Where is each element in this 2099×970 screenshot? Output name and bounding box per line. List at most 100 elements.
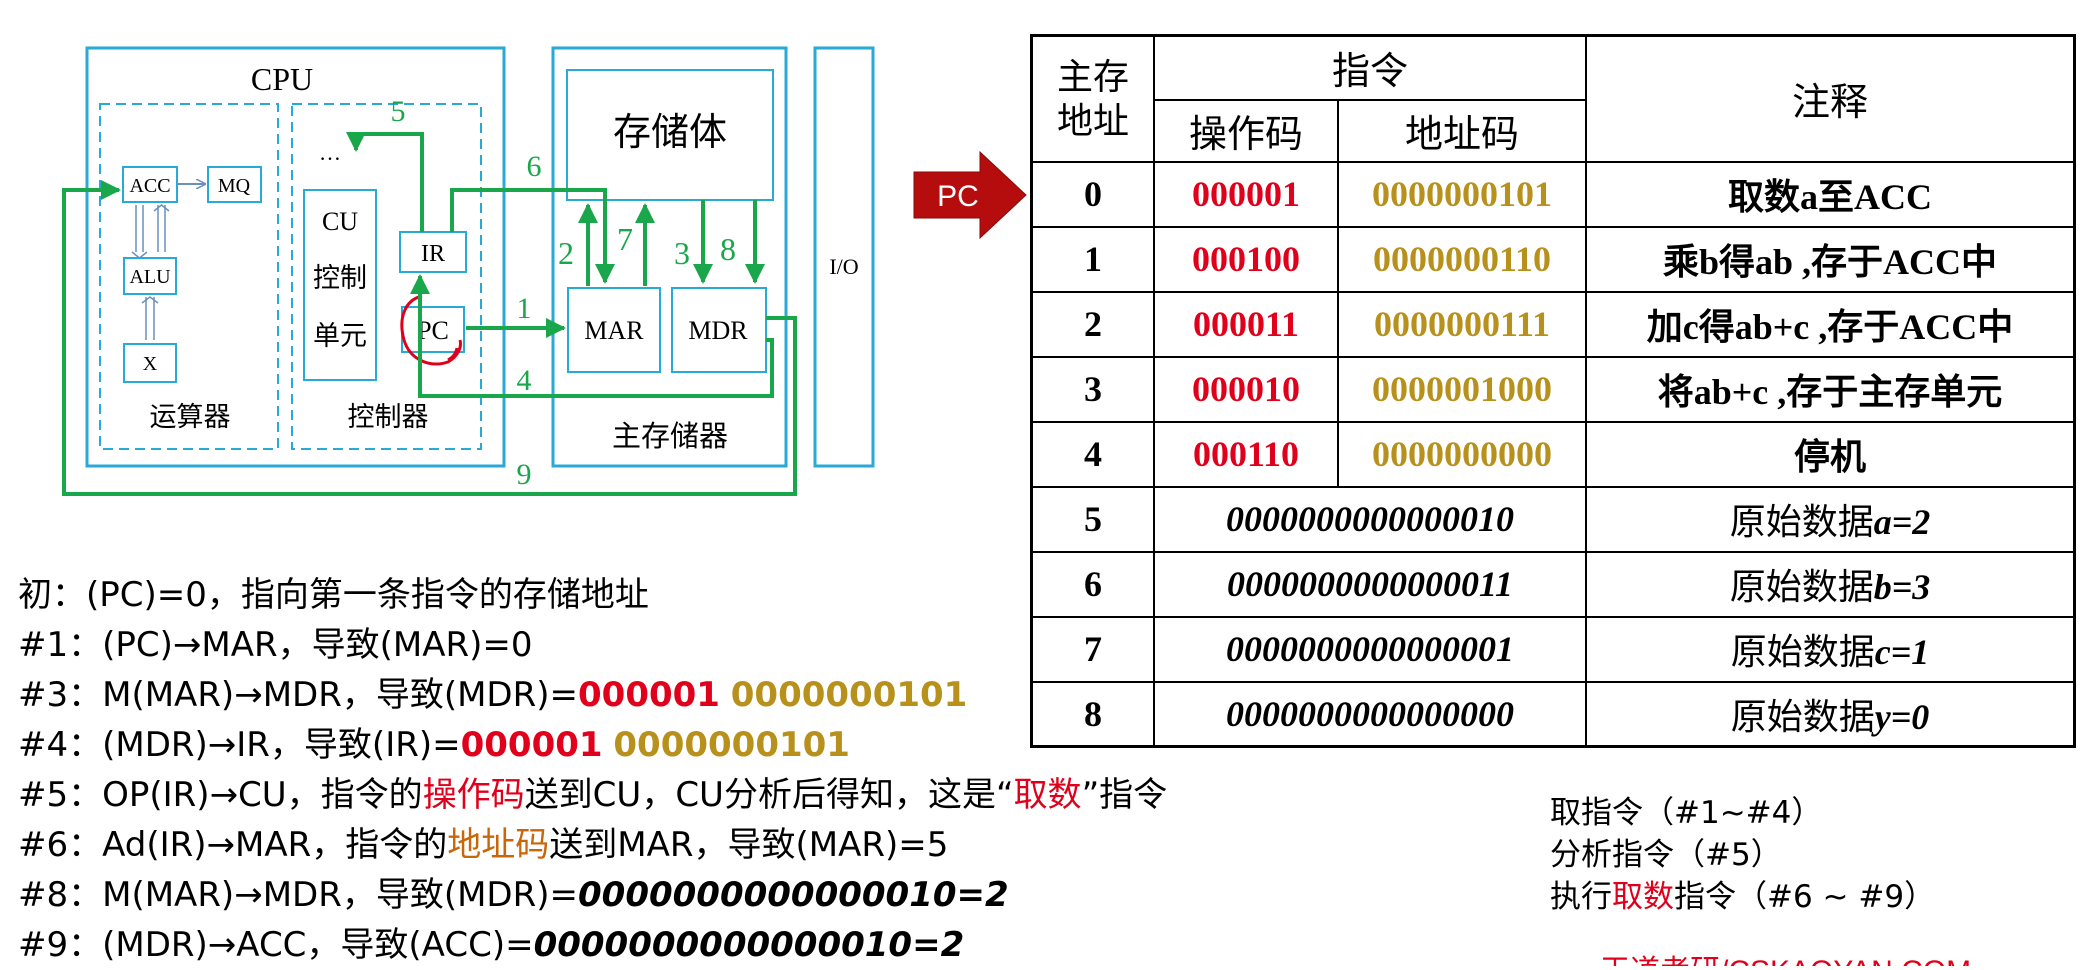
header-note: 注释 <box>1585 34 2076 163</box>
row-note-var: a=2 <box>1873 502 1931 542</box>
cu-line1: CU <box>322 207 358 236</box>
step-5-text-a: #5：OP(IR)→CU，指令的 <box>18 775 423 815</box>
step-4-addrcode: 0000000101 <box>613 725 850 765</box>
legend-execute: 执行取数指令（#6 ~ #9） <box>1550 876 1935 918</box>
phase-legend: 取指令（#1~#4） 分析指令（#5） 执行取数指令（#6 ~ #9） <box>1550 792 1935 918</box>
mdr-box <box>671 287 767 373</box>
ir-label: IR <box>421 241 445 267</box>
x-label: X <box>143 353 158 375</box>
table-row: 2 000011 0000000111 加c得ab+c ,存于ACC中 <box>1030 290 2076 358</box>
row-addrcode: 0000001000 <box>1337 355 1587 423</box>
flow-num-7: 7 <box>617 221 633 257</box>
row-addrcode: 0000000111 <box>1337 290 1587 358</box>
table-row: 3 000010 0000001000 将ab+c ,存于主存单元 <box>1030 355 2076 423</box>
row-opcode: 000100 <box>1153 225 1339 293</box>
row-note: 原始数据b=3 <box>1585 550 2076 618</box>
flow-num-6: 6 <box>527 150 542 183</box>
row-note: 取数a至ACC <box>1585 160 2076 228</box>
table-data-row: 5 0000000000000010 原始数据a=2 <box>1030 485 2076 553</box>
step-6-text-c: 送到MAR，导致(MAR)=5 <box>549 825 949 865</box>
row-data-value: 0000000000000000 <box>1153 680 1587 748</box>
row-note: 原始数据c=1 <box>1585 615 2076 683</box>
alu-box <box>123 257 177 295</box>
header-addr: 主存地址 <box>1030 34 1155 163</box>
flow-num-2: 2 <box>558 235 574 271</box>
mar-label: MAR <box>584 316 644 345</box>
io-label: I/O <box>829 254 858 279</box>
row-note-prefix: 原始数据 <box>1730 632 1875 672</box>
row-note: 停机 <box>1585 420 2076 488</box>
pc-pointer-arrow: PC <box>912 150 1030 240</box>
flow-6 <box>450 188 615 284</box>
flow-num-8: 8 <box>720 231 736 267</box>
step-5: #5：OP(IR)→CU，指令的操作码送到CU，CU分析后得知，这是“取数”指令 <box>18 770 1418 820</box>
storage-body-box <box>566 69 774 201</box>
legend-analyze: 分析指令（#5） <box>1550 837 1782 873</box>
row-note: 将ab+c ,存于主存单元 <box>1585 355 2076 423</box>
row-addrcode: 0000000101 <box>1337 160 1587 228</box>
step-3-text: #3：M(MAR)→MDR，导致(MDR)= <box>18 675 578 715</box>
table-data-row: 8 0000000000000000 原始数据y=0 <box>1030 680 2076 748</box>
step-init: 初：(PC)=0，指向第一条指令的存储地址 <box>18 575 649 615</box>
flow-num-4: 4 <box>517 364 532 397</box>
step-5-fetch-term: 取数 <box>1013 775 1082 815</box>
step-6: #6：Ad(IR)→MAR，指令的地址码送到MAR，导致(MAR)=5 <box>18 820 1418 870</box>
header-addrcode: 地址码 <box>1337 98 1587 163</box>
flow-9 <box>62 180 797 496</box>
row-note: 乘b得ab ,存于ACC中 <box>1585 225 2076 293</box>
acc-box <box>122 166 178 203</box>
table-row: 1 000100 0000000110 乘b得ab ,存于ACC中 <box>1030 225 2076 293</box>
main-memory-label: 主存储器 <box>612 420 728 453</box>
row-addr: 2 <box>1030 290 1155 358</box>
instruction-table: 主存地址 指令 注释 操作码 地址码 0 000001 0000000101 取… <box>1030 34 2076 748</box>
step-4-text: #4：(MDR)→IR，导致(IR)= <box>18 725 461 765</box>
table-row: 0 000001 0000000101 取数a至ACC <box>1030 160 2076 228</box>
main-memory-box <box>551 46 788 468</box>
legend-execute-b: 取数 <box>1612 879 1674 915</box>
step-5-text-c: 送到CU，CU分析后得知，这是“ <box>524 775 1014 815</box>
row-addrcode: 0000000000 <box>1337 420 1587 488</box>
row-opcode: 000110 <box>1153 420 1339 488</box>
step-4: #4：(MDR)→IR，导致(IR)=000001 0000000101 <box>18 720 1418 770</box>
acc-label: ACC <box>129 175 170 197</box>
row-note: 原始数据a=2 <box>1585 485 2076 553</box>
cu-box <box>303 189 377 381</box>
row-opcode: 000010 <box>1153 355 1339 423</box>
header-opcode: 操作码 <box>1153 98 1339 163</box>
cpu-box <box>85 46 506 468</box>
step-list: 初：(PC)=0，指向第一条指令的存储地址 #1：(PC)→MAR，导致(MAR… <box>18 570 1418 970</box>
cpu-label: CPU <box>251 61 313 97</box>
step-9-text: #9：(MDR)→ACC，导致(ACC)= <box>18 925 534 965</box>
alu-label: ALU <box>129 266 171 288</box>
pc-label: PC <box>417 316 449 345</box>
row-note-var: y=0 <box>1874 696 1930 737</box>
alu-unit-box <box>99 103 279 450</box>
step-5-opcode-term: 操作码 <box>422 775 525 815</box>
step-5-text-e: ”指令 <box>1081 775 1168 815</box>
step-3-opcode: 000001 <box>578 675 720 715</box>
watermark: 王道考研/CSKAOYAN.COM <box>1600 946 1971 966</box>
row-note-prefix: 原始数据 <box>1729 502 1874 542</box>
row-addr: 5 <box>1030 485 1155 553</box>
row-addr: 6 <box>1030 550 1155 618</box>
row-note-var: b=3 <box>1873 567 1931 607</box>
row-addr: 4 <box>1030 420 1155 488</box>
row-data-value: 0000000000000011 <box>1153 550 1587 618</box>
flow-4 <box>410 274 774 398</box>
row-opcode: 000011 <box>1153 290 1339 358</box>
table-row: 4 000110 0000000000 停机 <box>1030 420 2076 488</box>
row-data-value: 0000000000000001 <box>1153 615 1587 683</box>
row-addr: 8 <box>1030 680 1155 748</box>
ir-box <box>399 231 467 273</box>
step-8-value: 0000000000000010=2 <box>578 875 1009 915</box>
step-9-value: 0000000000000010=2 <box>533 925 965 965</box>
row-addrcode: 0000000110 <box>1337 225 1587 293</box>
x-box <box>123 343 177 383</box>
legend-fetch: 取指令（#1~#4） <box>1550 795 1823 831</box>
architecture-diagram: CPU 运算器 ACC MQ ALU X 控制器 … CU 控制 单元 IR P… <box>0 0 1020 520</box>
mq-label: MQ <box>218 175 251 197</box>
row-data-value: 0000000000000010 <box>1153 485 1587 553</box>
alu-unit-label: 运算器 <box>150 402 231 432</box>
row-addr: 3 <box>1030 355 1155 423</box>
row-note-prefix: 原始数据 <box>1729 567 1874 607</box>
